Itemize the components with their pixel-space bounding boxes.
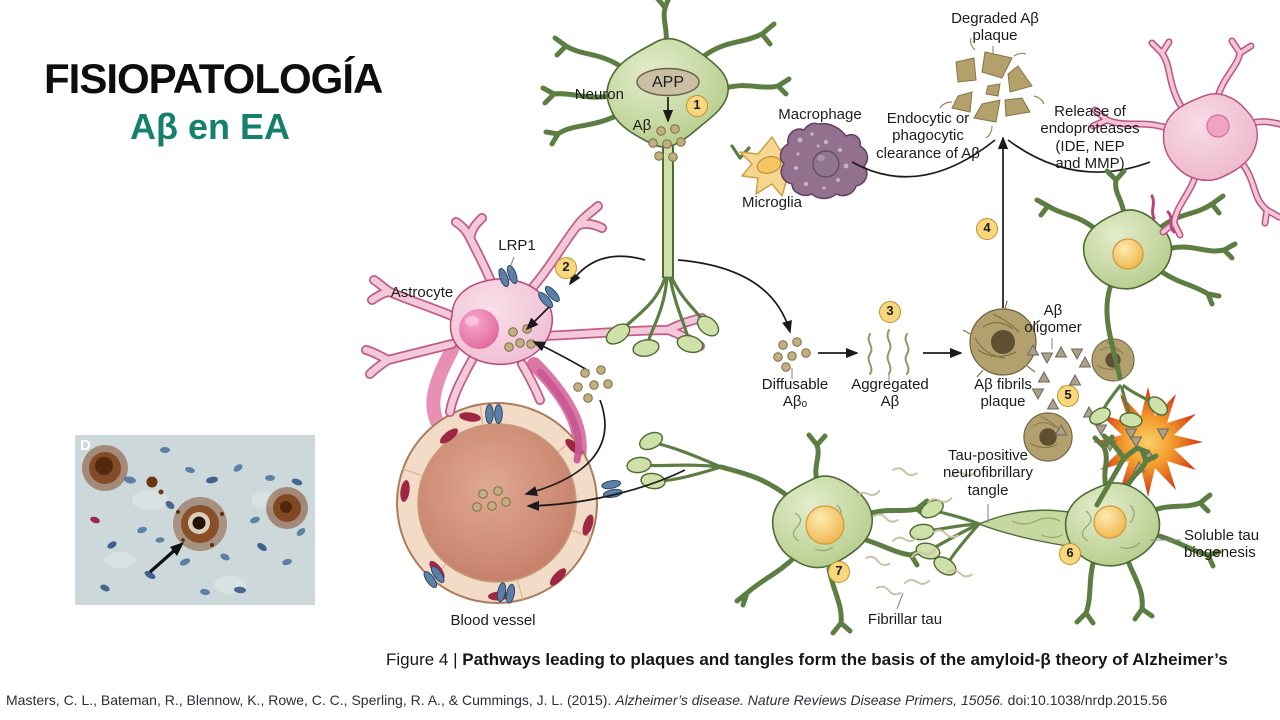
lrp1-receptor-icon bbox=[498, 264, 518, 288]
label-abeta: Aβ bbox=[632, 117, 652, 134]
macrophage-cell bbox=[779, 122, 869, 200]
label-fibrillar-tau: Fibrillar tau bbox=[867, 611, 943, 628]
arrow-receptor-into-astrocyte bbox=[525, 306, 550, 331]
step-circle-1: 1 bbox=[686, 95, 708, 117]
citation: Masters, C. L., Bateman, R., Blennow, K.… bbox=[6, 692, 1266, 708]
clearance-curve-left bbox=[851, 139, 996, 178]
figure-caption-text: Pathways leading to plaques and tangles … bbox=[462, 650, 1228, 669]
label-fibrils-plaque: Aβ fibrils plaque bbox=[974, 376, 1032, 411]
arrow-to-astrocyte bbox=[569, 255, 646, 286]
label-degraded-plaque: Degraded Aβ plaque bbox=[951, 10, 1039, 45]
label-blood-vessel: Blood vessel bbox=[450, 612, 536, 629]
step-circle-4: 4 bbox=[976, 218, 998, 240]
citation-authors: Masters, C. L., Bateman, R., Blennow, K.… bbox=[6, 692, 616, 708]
step-circle-6: 6 bbox=[1059, 543, 1081, 565]
axon-terminals-into-starburst bbox=[1089, 384, 1169, 428]
pink-neuron-cell bbox=[1089, 37, 1280, 239]
figure-caption-prefix: Figure 4 | bbox=[386, 650, 463, 669]
blood-vessel bbox=[396, 402, 623, 604]
label-tau-tangle: Tau-positive neurofibrillary tangle bbox=[942, 447, 1034, 499]
citation-doi: doi:10.1038/nrdp.2015.56 bbox=[1003, 692, 1168, 708]
label-app: APP bbox=[651, 74, 684, 91]
vessel-receptor-icon bbox=[496, 582, 516, 604]
label-diffusable-abeta: Diffusable Aβₒ bbox=[761, 376, 829, 411]
neuron-cell-right bbox=[1034, 168, 1238, 381]
histology-panel-label: D bbox=[80, 437, 91, 454]
pink-dendrite-fragments bbox=[1150, 194, 1176, 234]
diffusable-abeta-dots bbox=[773, 337, 811, 372]
label-neuron: Neuron bbox=[574, 86, 624, 103]
label-soluble-tau: Soluble tau biogenesis bbox=[1184, 527, 1260, 562]
neuron-cell-bottom-right bbox=[909, 434, 1222, 626]
step-circle-2: 2 bbox=[555, 257, 577, 279]
abeta-fibril-plaque bbox=[962, 300, 1041, 378]
synapse-damage-starburst bbox=[1093, 387, 1203, 497]
cell-nuclei bbox=[90, 447, 306, 596]
abeta-dots-neuron bbox=[648, 124, 686, 162]
label-oligomer: Aβ oligomer bbox=[1024, 302, 1082, 337]
slide-subtitle: Aβ en EA bbox=[130, 106, 290, 148]
dendrite-over-starburst bbox=[1094, 433, 1150, 508]
label-release-endoproteases: Release of endoproteases (IDE, NEP and M… bbox=[1040, 103, 1140, 173]
lrp1-receptor-icon bbox=[538, 285, 560, 309]
label-microglia: Microglia bbox=[741, 194, 802, 211]
fibrillar-tau-pointer-line bbox=[896, 592, 904, 610]
label-astrocyte: Astrocyte bbox=[390, 284, 454, 301]
pink-neuron-nucleus bbox=[1206, 114, 1230, 138]
neuron-nucleus bbox=[805, 505, 845, 545]
citation-source: Alzheimer’s disease. Nature Reviews Dise… bbox=[615, 692, 1004, 708]
astrocyte-nucleus bbox=[459, 309, 499, 349]
macrophage-nucleus bbox=[812, 150, 840, 178]
neuron-cell bbox=[540, 0, 792, 357]
label-aggregated-abeta: Aggregated Aβ bbox=[851, 376, 929, 411]
abeta-dots-in-vessel bbox=[472, 486, 511, 512]
label-clearance: Endocytic or phagocytic clearance of Aβ bbox=[876, 110, 980, 162]
histology-arrow bbox=[148, 542, 184, 574]
figure-caption: Figure 4 | Pathways leading to plaques a… bbox=[386, 650, 1246, 670]
neuron-nucleus bbox=[1093, 505, 1127, 539]
aggregated-abeta-squiggles bbox=[867, 329, 910, 375]
label-lrp1: LRP1 bbox=[498, 237, 536, 254]
neuron-nucleus bbox=[1112, 238, 1144, 270]
neuron-cell-bottom-left bbox=[626, 431, 930, 636]
step-circle-5: 5 bbox=[1057, 385, 1079, 407]
arrow-dots-to-vessel-1 bbox=[524, 399, 606, 497]
title-block: FISIOPATOLOGÍA Aβ en EA bbox=[44, 55, 383, 148]
arrow-dots-to-vessel-2 bbox=[526, 469, 686, 511]
arrow-dots-to-astrocyte bbox=[532, 341, 590, 372]
arrow-to-diffusable bbox=[677, 259, 792, 334]
flow-arrows bbox=[524, 255, 792, 511]
amyloid-plaque-stains bbox=[82, 445, 308, 551]
vessel-receptor-icon bbox=[485, 404, 503, 424]
astrocyte-endfoot-over-vessel bbox=[536, 368, 583, 464]
degraded-plaque bbox=[939, 37, 1045, 139]
fibrillar-tau-squiggles bbox=[855, 467, 977, 596]
step-circle-7: 7 bbox=[828, 561, 850, 583]
step-circle-3: 3 bbox=[879, 301, 901, 323]
label-macrophage: Macrophage bbox=[778, 106, 862, 123]
clearance-curve-right bbox=[1007, 139, 1151, 173]
lrp1-pointer-line bbox=[508, 256, 515, 271]
abeta-dots-extracellular bbox=[573, 365, 613, 403]
histology-micrograph bbox=[75, 435, 315, 605]
app-oval bbox=[636, 67, 700, 97]
abeta-fibril-plaque-small bbox=[1023, 412, 1073, 462]
slide-title: FISIOPATOLOGÍA bbox=[44, 55, 383, 102]
vessel-receptor-icon bbox=[423, 565, 445, 589]
